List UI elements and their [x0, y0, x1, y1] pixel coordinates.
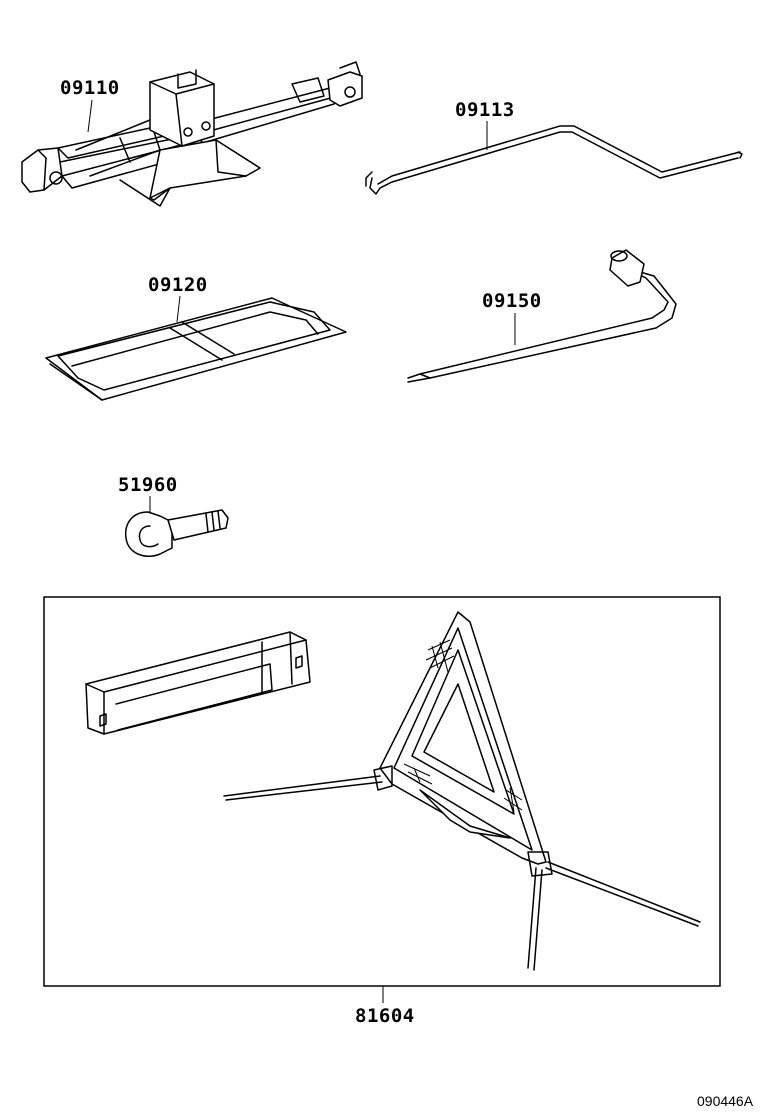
wheel-wrench-drawing [407, 249, 677, 383]
warning-kit-box [43, 596, 721, 987]
jack-drawing [21, 61, 363, 207]
leader-lines [87, 99, 516, 1003]
part-label-jack: 09110 [60, 77, 120, 99]
part-label-wheel-wrench: 09150 [482, 290, 542, 312]
part-label-warning-triangle-set: 81604 [355, 1005, 415, 1027]
part-label-tool-bag: 09120 [148, 274, 208, 296]
tool-bag-drawing [45, 297, 347, 401]
figure-code: 090446A [697, 1093, 754, 1109]
warning-triangle-drawing [223, 611, 701, 971]
triangle-case-drawing [85, 631, 311, 735]
jack-handle-drawing [365, 125, 743, 195]
towing-hook-drawing [124, 509, 229, 558]
part-label-jack-handle: 09113 [455, 99, 515, 121]
part-label-towing-hook: 51960 [118, 474, 178, 496]
